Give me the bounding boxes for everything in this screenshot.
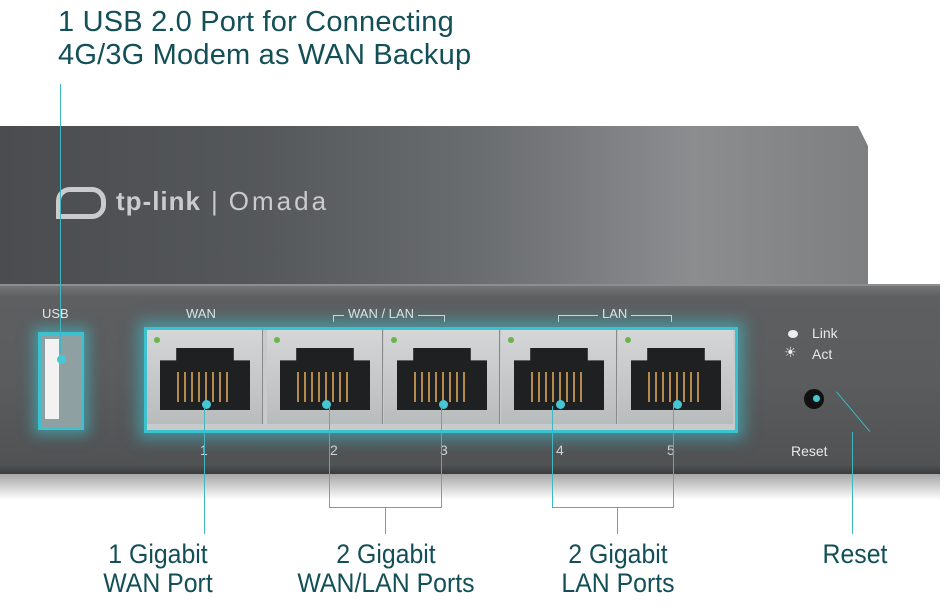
usb-callout-dot [57,355,66,364]
wan-lan-line-2 [329,406,330,508]
wan-lan-stem-line [385,507,386,534]
lan-panel-label: LAN [598,306,632,321]
device-shadow [0,474,940,500]
port-callout-dot [673,400,682,409]
usb-callout-line [60,84,61,354]
port-callout-dot [202,400,211,409]
lan-line-4 [552,406,553,508]
port-callout-dot [439,400,448,409]
wan-lan-line-3 [441,406,442,508]
lan-stem-line [617,507,618,534]
rj45-pins [531,372,587,402]
logo-separator: | [211,186,219,216]
wan-port-callout: 1 Gigabit WAN Port [66,540,250,598]
port-led-icon [274,337,280,343]
ethernet-port-2 [267,330,383,424]
port-led-icon [508,337,514,343]
wan-lan-ports-callout: 2 Gigabit WAN/LAN Ports [279,540,492,598]
callout-line-1: 1 Gigabit [108,539,208,569]
link-led-icon [788,330,798,338]
port-callout-dot [322,400,331,409]
tp-link-logo-icon [56,187,106,220]
port-callout-dot [556,400,565,409]
callout-line-2: LAN Ports [561,568,675,598]
rj45-pins [297,372,353,402]
reset-panel-label: Reset [791,443,828,459]
ethernet-port-3 [384,330,500,424]
rj45-pins [414,372,470,402]
callout-line-1: Reset [822,539,888,569]
reset-callout: Reset [804,540,905,569]
callout-line-2: WAN Port [103,568,213,598]
brand-logo: tp-link | Omada [56,186,330,220]
port-number-2: 2 [330,442,338,458]
lan-ports-callout: 2 Gigabit LAN Ports [537,540,699,598]
ethernet-port-1 [147,330,263,424]
callout-line-1: 2 Gigabit [336,539,436,569]
rj45-pins [648,372,704,402]
port-number-1: 1 [200,442,208,458]
usb-feature-title: 1 USB 2.0 Port for Connecting 4G/3G Mode… [58,6,471,72]
lan-bracket-line [552,507,674,508]
wan-callout-line [204,406,205,534]
port-number-3: 3 [440,442,448,458]
ethernet-port-5 [618,330,733,424]
title-line-1: 1 USB 2.0 Port for Connecting [58,6,454,38]
title-line-2: 4G/3G Modem as WAN Backup [58,39,472,71]
port-number-5: 5 [667,442,675,458]
port-led-icon [154,337,160,343]
usb-panel-label: USB [42,306,69,321]
reset-callout-line [852,432,853,534]
lan-line-5 [673,406,674,508]
brand-name: tp-link [116,186,201,216]
port-led-icon [625,337,631,343]
port-led-icon [391,337,397,343]
reset-button [804,389,824,409]
wan-lan-panel-label: WAN / LAN [344,306,418,321]
activity-led-icon: ☀ [784,344,797,360]
usb-slot [45,339,59,419]
callout-line-1: 2 Gigabit [568,539,668,569]
wan-panel-label: WAN [186,306,216,321]
callout-line-2: WAN/LAN Ports [297,568,475,598]
router-top-surface [0,126,868,286]
act-legend-label: Act [812,346,833,362]
usb-port [38,332,84,430]
ethernet-port-4 [501,330,617,424]
link-legend-label: Link [812,325,838,341]
rj45-pins [177,372,233,402]
port-number-4: 4 [556,442,564,458]
product-line-name: Omada [228,186,330,216]
